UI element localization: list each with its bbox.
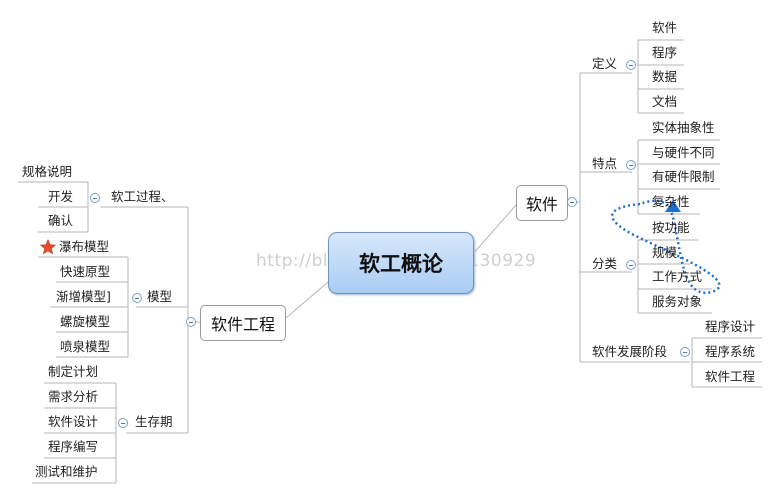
leaf-traits-1[interactable]: 与硬件不同 xyxy=(652,145,715,160)
collapse-toggle-icon[interactable] xyxy=(626,60,636,70)
leaf-lifecycle-2[interactable]: 软件设计 xyxy=(48,414,99,429)
collapse-toggle-icon[interactable] xyxy=(132,293,142,303)
leaf-models-1[interactable]: 快速原型 xyxy=(60,264,111,279)
leaf-lifecycle-3[interactable]: 程序编写 xyxy=(48,439,99,454)
leaf-traits-2[interactable]: 有硬件限制 xyxy=(652,169,715,184)
leaf-definition-1[interactable]: 程序 xyxy=(652,45,678,60)
leaf-process-1[interactable]: 开发 xyxy=(48,189,74,204)
topic-software[interactable]: 软件 xyxy=(516,185,568,221)
collapse-toggle-icon[interactable] xyxy=(118,418,128,428)
annotation-arrow xyxy=(665,200,681,212)
collapse-toggle-icon[interactable] xyxy=(567,197,577,207)
leaf-models-0[interactable]: 瀑布模型 xyxy=(59,239,110,254)
subtopic-lifecycle[interactable]: 生存期 xyxy=(135,414,173,429)
leaf-traits-3[interactable]: 复杂性 xyxy=(652,194,690,209)
leaf-process-2[interactable]: 确认 xyxy=(48,213,74,228)
subtopic-process[interactable]: 软工过程、 xyxy=(111,189,174,204)
collapse-toggle-icon[interactable] xyxy=(90,193,100,203)
subtopic-classes[interactable]: 分类 xyxy=(592,256,618,271)
leaf-stages-2[interactable]: 软件工程 xyxy=(705,369,756,384)
leaf-definition-0[interactable]: 软件 xyxy=(652,20,678,35)
collapse-toggle-icon[interactable] xyxy=(626,160,636,170)
leaf-lifecycle-0[interactable]: 制定计划 xyxy=(48,364,99,379)
leaf-classes-1[interactable]: 规模 xyxy=(652,245,678,260)
leaf-classes-2[interactable]: 工作方式 xyxy=(652,269,703,284)
topic-software-engineering[interactable]: 软件工程 xyxy=(200,305,286,341)
leaf-stages-0[interactable]: 程序设计 xyxy=(705,319,756,334)
leaf-traits-0[interactable]: 实体抽象性 xyxy=(652,120,715,135)
collapse-toggle-icon[interactable] xyxy=(186,317,196,327)
leaf-models-3[interactable]: 螺旋模型 xyxy=(60,314,111,329)
leaf-lifecycle-1[interactable]: 需求分析 xyxy=(48,389,99,404)
annotation-loop xyxy=(611,199,721,294)
leaf-lifecycle-4[interactable]: 测试和维护 xyxy=(35,464,98,479)
leaf-definition-3[interactable]: 文档 xyxy=(652,94,678,109)
leaf-models-2[interactable]: 渐增模型] xyxy=(56,289,111,304)
subtopic-models[interactable]: 模型 xyxy=(147,289,173,304)
leaf-definition-2[interactable]: 数据 xyxy=(652,69,678,84)
leaf-models-4[interactable]: 喷泉模型 xyxy=(60,339,111,354)
leaf-process-0[interactable]: 规格说明 xyxy=(22,164,73,179)
central-topic[interactable]: 软工概论 xyxy=(328,232,474,294)
subtopic-stages[interactable]: 软件发展阶段 xyxy=(592,344,668,359)
leaf-classes-0[interactable]: 按功能 xyxy=(652,220,690,235)
leaf-stages-1[interactable]: 程序系统 xyxy=(705,344,756,359)
collapse-toggle-icon[interactable] xyxy=(626,260,636,270)
leaf-classes-3[interactable]: 服务对象 xyxy=(652,294,703,309)
subtopic-definition[interactable]: 定义 xyxy=(592,56,618,71)
star-icon xyxy=(40,239,56,255)
subtopic-traits[interactable]: 特点 xyxy=(592,156,618,171)
collapse-toggle-icon[interactable] xyxy=(680,347,690,357)
